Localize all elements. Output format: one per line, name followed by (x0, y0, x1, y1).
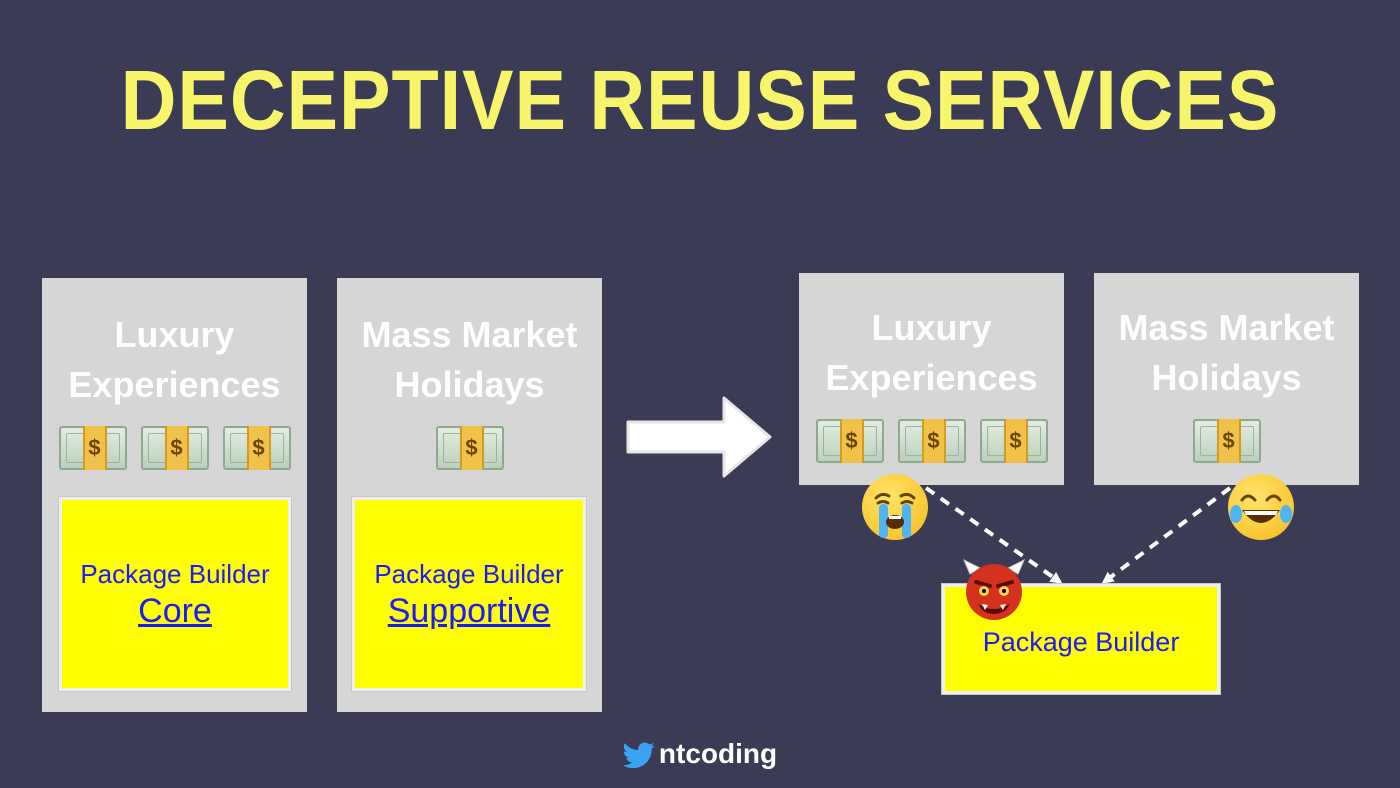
luxury-experiences-box: Luxury Experiences $ $ $ Package Builder… (42, 278, 307, 712)
money-bill-icon: $ (435, 426, 504, 470)
dependency-arrow-luxury (924, 486, 1063, 584)
slide-title: DECEPTIVE REUSE SERVICES (120, 53, 1280, 147)
component-type: Supportive (387, 592, 551, 630)
twitter-bird-icon (622, 742, 655, 769)
twitter-handle-text: ntcoding (658, 738, 778, 769)
package-builder-core: Package Builder Core (59, 497, 291, 691)
money-bill-icon: $ (58, 426, 127, 470)
money-bill-icon: $ (1192, 419, 1261, 463)
box-title: Mass Market Holidays (1094, 303, 1359, 403)
box-title-line1: Mass Market (1118, 307, 1335, 348)
box-title-line1: Mass Market (361, 314, 578, 355)
component-label: Package Builder (80, 559, 270, 589)
money-row: $ $ $ (799, 419, 1064, 463)
money-bill-icon: $ (979, 419, 1048, 463)
money-bill-icon: $ (222, 426, 291, 470)
box-title-line2: Experiences (68, 364, 281, 405)
component-label: Package Builder (982, 627, 1180, 657)
money-bill-icon: $ (815, 419, 884, 463)
twitter-handle[interactable]: ntcoding (0, 737, 1400, 771)
money-row: $ (1094, 419, 1359, 463)
money-row: $ (337, 426, 602, 470)
package-builder-supportive: Package Builder Supportive (352, 497, 586, 691)
box-title: Mass Market Holidays (337, 310, 602, 410)
laughing-face-icon (1228, 474, 1294, 540)
mass-market-holidays-box-after: Mass Market Holidays $ (1094, 273, 1359, 485)
ogre-icon (960, 556, 1028, 622)
dependency-arrow-mass-market (1101, 486, 1232, 584)
money-bill-icon: $ (897, 419, 966, 463)
box-title-line2: Holidays (1151, 357, 1302, 398)
component-type: Core (138, 592, 212, 630)
box-title-line2: Experiences (825, 357, 1038, 398)
money-bill-icon: $ (140, 426, 209, 470)
box-title: Luxury Experiences (42, 310, 307, 410)
transition-arrow-icon (626, 396, 772, 478)
component-label: Package Builder (374, 559, 564, 589)
crying-face-icon (862, 474, 928, 540)
box-title-line2: Holidays (394, 364, 545, 405)
box-title-line1: Luxury (871, 307, 992, 348)
box-title-line1: Luxury (114, 314, 235, 355)
mass-market-holidays-box: Mass Market Holidays $ Package Builder S… (337, 278, 602, 712)
money-row: $ $ $ (42, 426, 307, 470)
luxury-experiences-box-after: Luxury Experiences $ $ $ (799, 273, 1064, 485)
box-title: Luxury Experiences (799, 303, 1064, 403)
